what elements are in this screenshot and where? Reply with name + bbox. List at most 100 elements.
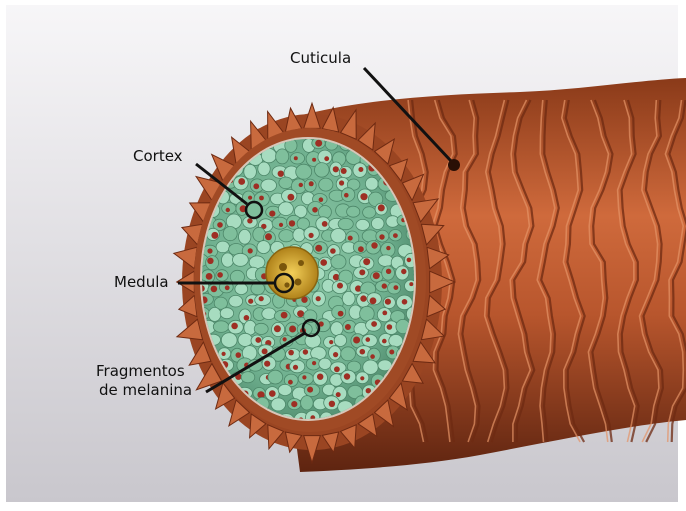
melanin-fragment [288,380,293,385]
melanin-fragment [360,295,366,301]
label-medulla: Medula [114,273,169,291]
melanin-fragment [238,178,245,185]
melanin-fragment [269,390,276,397]
melanin-fragment [373,272,380,279]
melanin-fragment [320,259,327,266]
melanin-fragment [312,207,318,213]
melanin-fragment [274,325,281,332]
melanin-fragment [264,361,270,367]
cortex-cell [233,253,249,266]
melanin-fragment [378,204,385,211]
cortex-cell [209,307,221,321]
melanin-fragment [222,352,226,356]
melanin-fragment [363,258,370,265]
melanin-fragment [253,183,259,189]
melanin-fragment [386,269,391,274]
melanin-fragment [248,248,253,253]
melanin-fragment [226,208,230,212]
cortex-cell [279,177,293,189]
cortex-cell [257,241,270,254]
cortex-cell [254,323,268,334]
melanin-fragment [293,365,298,370]
melanin-fragment [358,167,363,172]
cortex-cell [223,227,237,241]
melanin-fragment [329,340,333,344]
melanin-fragment [334,366,340,372]
cortex-cell [378,255,393,267]
label-cortex: Cortex [133,147,183,165]
melanin-fragment [269,211,275,217]
melanin-fragment [329,401,335,407]
cortex-cell [296,164,312,179]
melanin-fragment [207,248,212,253]
melanin-fragment [259,296,264,301]
melanin-fragment [303,349,308,354]
cortex-cell [278,384,292,395]
melanin-fragment [358,246,364,252]
melanin-fragment [370,354,375,359]
melanin-fragment [360,349,366,355]
cortex-cell [347,206,360,217]
melanin-fragment [299,183,303,187]
label-melanin-line1: Fragmentos [96,362,185,380]
melanin-fragment [317,374,323,380]
melanin-fragment [345,324,351,330]
cortex-cell [271,398,286,411]
melanin-fragment [307,387,313,393]
melanin-fragment [231,323,238,330]
melanin-fragment [217,222,223,228]
cortex-cell [241,372,255,383]
cortex-cell [315,163,330,178]
cortex-cell [341,347,356,361]
melanin-fragment [333,166,339,172]
cortex-cell [216,241,229,253]
melanin-fragment [248,299,253,304]
cortex-cell [222,253,234,267]
melanin-fragment [259,196,264,201]
melanin-fragment [338,311,344,317]
cortex-cell [318,150,332,164]
melanin-fragment [360,193,367,200]
cortex-cell [356,219,370,230]
melanin-fragment [330,248,336,254]
melanin-fragment [279,223,283,227]
cortex-cell [213,321,229,333]
cortex-cell [371,218,384,230]
cortex-cell [363,207,376,218]
melanin-fragment [312,158,316,162]
melanin-fragment [389,350,394,355]
melanin-fragment [297,310,304,317]
cortex-cell [268,370,283,384]
melanin-fragment [315,140,322,147]
melanin-fragment [409,282,413,286]
melanin-fragment [322,221,328,227]
melanin-fragment [211,286,218,293]
melanin-fragment [265,233,272,240]
melanin-fragment [309,233,314,238]
melanin-fragment [387,324,393,330]
label-cuticle: Cuticula [290,49,351,67]
cortex-cell [262,308,276,320]
cortex-cell [235,283,248,294]
melanin-fragment [244,315,250,321]
melanin-fragment [248,196,252,200]
cortex-cell [331,229,346,243]
melanin-fragment [294,156,298,160]
melanin-fragment [255,337,261,343]
melanin-fragment [348,236,353,241]
melanin-fragment [262,348,268,354]
cortex-cell [276,149,289,164]
melanin-fragment [288,350,294,356]
cortex-cell [278,202,293,216]
cortex-cell [331,255,346,269]
melanin-fragment [370,297,377,304]
melanin-fragment [401,269,406,274]
melanin-fragment [379,234,384,239]
melanin-fragment [393,233,398,238]
melanin-fragment [371,242,377,248]
cortex-cell [342,291,355,305]
melanin-fragment [344,193,349,198]
melanin-fragment [207,258,213,264]
cortex-cell [261,179,277,192]
